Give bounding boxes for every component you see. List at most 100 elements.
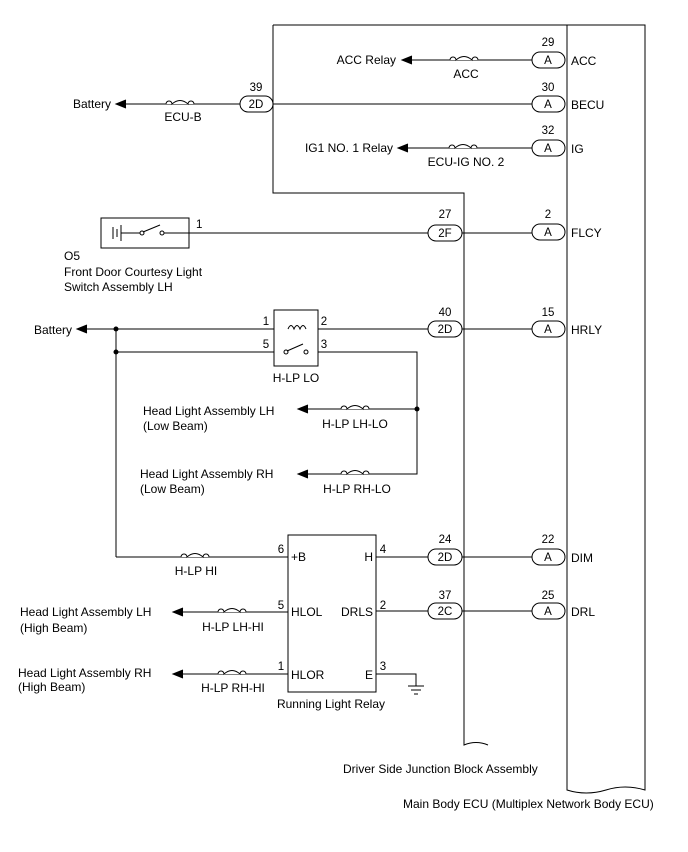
switch-name-line-2: Switch Assembly LH: [64, 280, 173, 294]
ecu-pin-29: 29 A ACC: [531, 37, 597, 69]
fuse-icon: [448, 144, 478, 150]
jb-pin-number: 39: [250, 82, 263, 94]
fuse-icon: [340, 470, 370, 476]
fuse-label: H-LP LH-HI: [202, 620, 264, 634]
signal-label: DRL: [571, 605, 595, 619]
fuse-icon: [180, 553, 210, 559]
relay-contact-icon: [283, 343, 309, 355]
pin-number: 22: [542, 534, 555, 546]
destination-label-line-2: (High Beam): [20, 621, 87, 635]
destination-label: Battery: [34, 323, 72, 337]
fuse-icon: [217, 670, 247, 676]
hl-rh-high-arrow-icon: [171, 669, 184, 679]
relay-label: H-LP LO: [273, 371, 319, 385]
junction-block-outline: [272, 24, 567, 746]
switch-code: O5: [64, 249, 80, 263]
jb-pin-number: 40: [439, 307, 452, 319]
jb-pin-number: 27: [439, 209, 452, 221]
signal-label: HRLY: [571, 323, 602, 337]
connector-label: 2F: [438, 228, 451, 240]
terminal-b: +B: [291, 550, 306, 564]
destination-label-line-2: (Low Beam): [140, 482, 205, 496]
signal-label: FLCY: [571, 226, 602, 240]
connector-2c-icon: [427, 602, 463, 620]
destination-label-line-1: Head Light Assembly LH: [143, 404, 274, 418]
connector-label: 2D: [438, 552, 453, 564]
fuse-label: H-LP HI: [175, 564, 217, 578]
battery-arrow-icon: [114, 99, 127, 109]
fuse-icon: [449, 56, 479, 62]
jb-pin-number: 24: [439, 534, 452, 546]
destination-label-line-2: (High Beam): [18, 680, 85, 694]
relay-pin-hlor: 1: [278, 661, 284, 673]
ig1-relay-arrow-icon: [396, 143, 409, 153]
pin-number: 25: [542, 590, 555, 602]
ecu-label: Main Body ECU (Multiplex Network Body EC…: [403, 797, 654, 811]
signal-label: ACC: [571, 54, 597, 68]
connector-2d-icon: [427, 320, 463, 338]
fuse-label: ACC: [453, 67, 479, 81]
connector-label: A: [544, 324, 552, 336]
switch-name-line-1: Front Door Courtesy Light: [64, 265, 203, 279]
relay-pin-2: 2: [321, 316, 327, 328]
connector-label: 2C: [438, 606, 453, 618]
connector-label: A: [544, 552, 552, 564]
connector-label: A: [544, 143, 552, 155]
relay-coil-icon: [287, 325, 307, 331]
signal-label: DIM: [571, 551, 593, 565]
relay-pin-drls: 2: [380, 600, 386, 612]
destination-label-line-1: Head Light Assembly RH: [18, 666, 151, 680]
pin-number: 15: [542, 307, 555, 319]
destination-label: ACC Relay: [337, 53, 396, 67]
connector-label: A: [544, 227, 552, 239]
pin-number: 29: [542, 37, 555, 49]
ecu-outline: [566, 24, 646, 794]
connector-label: A: [544, 606, 552, 618]
door-switch-circuit: 1 O5 Front Door Courtesy Light Switch As…: [64, 209, 532, 294]
terminal-e: E: [365, 668, 373, 682]
connector-2f-icon: [427, 224, 463, 242]
ecu-pin-32: 32 A IG: [531, 125, 584, 157]
relay-pin-1: 1: [263, 316, 269, 328]
connector-2d-icon: [427, 548, 463, 566]
connector-a-icon: [531, 223, 566, 241]
relay-pin-e: 3: [380, 661, 386, 673]
relay-pin-b: 6: [278, 544, 284, 556]
terminal-hlor: HLOR: [291, 668, 325, 682]
hl-rh-low-arrow-icon: [296, 469, 309, 479]
fuse-icon: [165, 100, 195, 106]
destination-label-line-1: Head Light Assembly LH: [20, 605, 151, 619]
terminal-hlol: HLOL: [291, 605, 323, 619]
fuse-icon: [217, 608, 247, 614]
ecu-pin-2: 2 A FLCY: [531, 209, 602, 241]
connector-label: A: [544, 55, 552, 67]
signal-label: BECU: [571, 98, 604, 112]
ecu-b-circuit: ECU-B Battery 39 2D: [73, 82, 532, 124]
running-relay-box: [287, 534, 377, 693]
ecu-pin-15: 15 A HRLY: [531, 307, 602, 338]
ecu-pin-30: 30 A BECU: [531, 82, 604, 113]
pin-number: 2: [545, 209, 551, 221]
switch-pin-number: 1: [196, 219, 202, 231]
terminal-h: H: [364, 550, 373, 564]
running-light-relay: Running Light Relay +B H HLOL DRLS HLOR …: [18, 534, 532, 711]
connector-label: 2D: [249, 99, 264, 111]
fuse-label: H-LP LH-LO: [322, 417, 388, 431]
ig-circuit: ECU-IG NO. 2 IG1 NO. 1 Relay: [305, 141, 532, 169]
relay-label: Running Light Relay: [277, 697, 385, 711]
destination-label: IG1 NO. 1 Relay: [305, 141, 393, 155]
fuse-label: H-LP RH-HI: [201, 681, 265, 695]
acc-relay-arrow-icon: [400, 55, 413, 65]
pin-number: 32: [542, 125, 555, 137]
destination-label-line-1: Head Light Assembly RH: [140, 467, 273, 481]
relay-pin-hlol: 5: [278, 600, 284, 612]
ecu-pin-25: 25 A DRL: [531, 590, 595, 620]
hlp-lo-relay-box: [273, 309, 319, 367]
fuse-label: ECU-IG NO. 2: [428, 155, 505, 169]
terminal-drls: DRLS: [341, 605, 373, 619]
relay-pin-h: 4: [380, 544, 387, 556]
signal-label: IG: [571, 142, 584, 156]
destination-label-line-2: (Low Beam): [143, 419, 208, 433]
hl-lh-low-arrow-icon: [296, 404, 309, 414]
